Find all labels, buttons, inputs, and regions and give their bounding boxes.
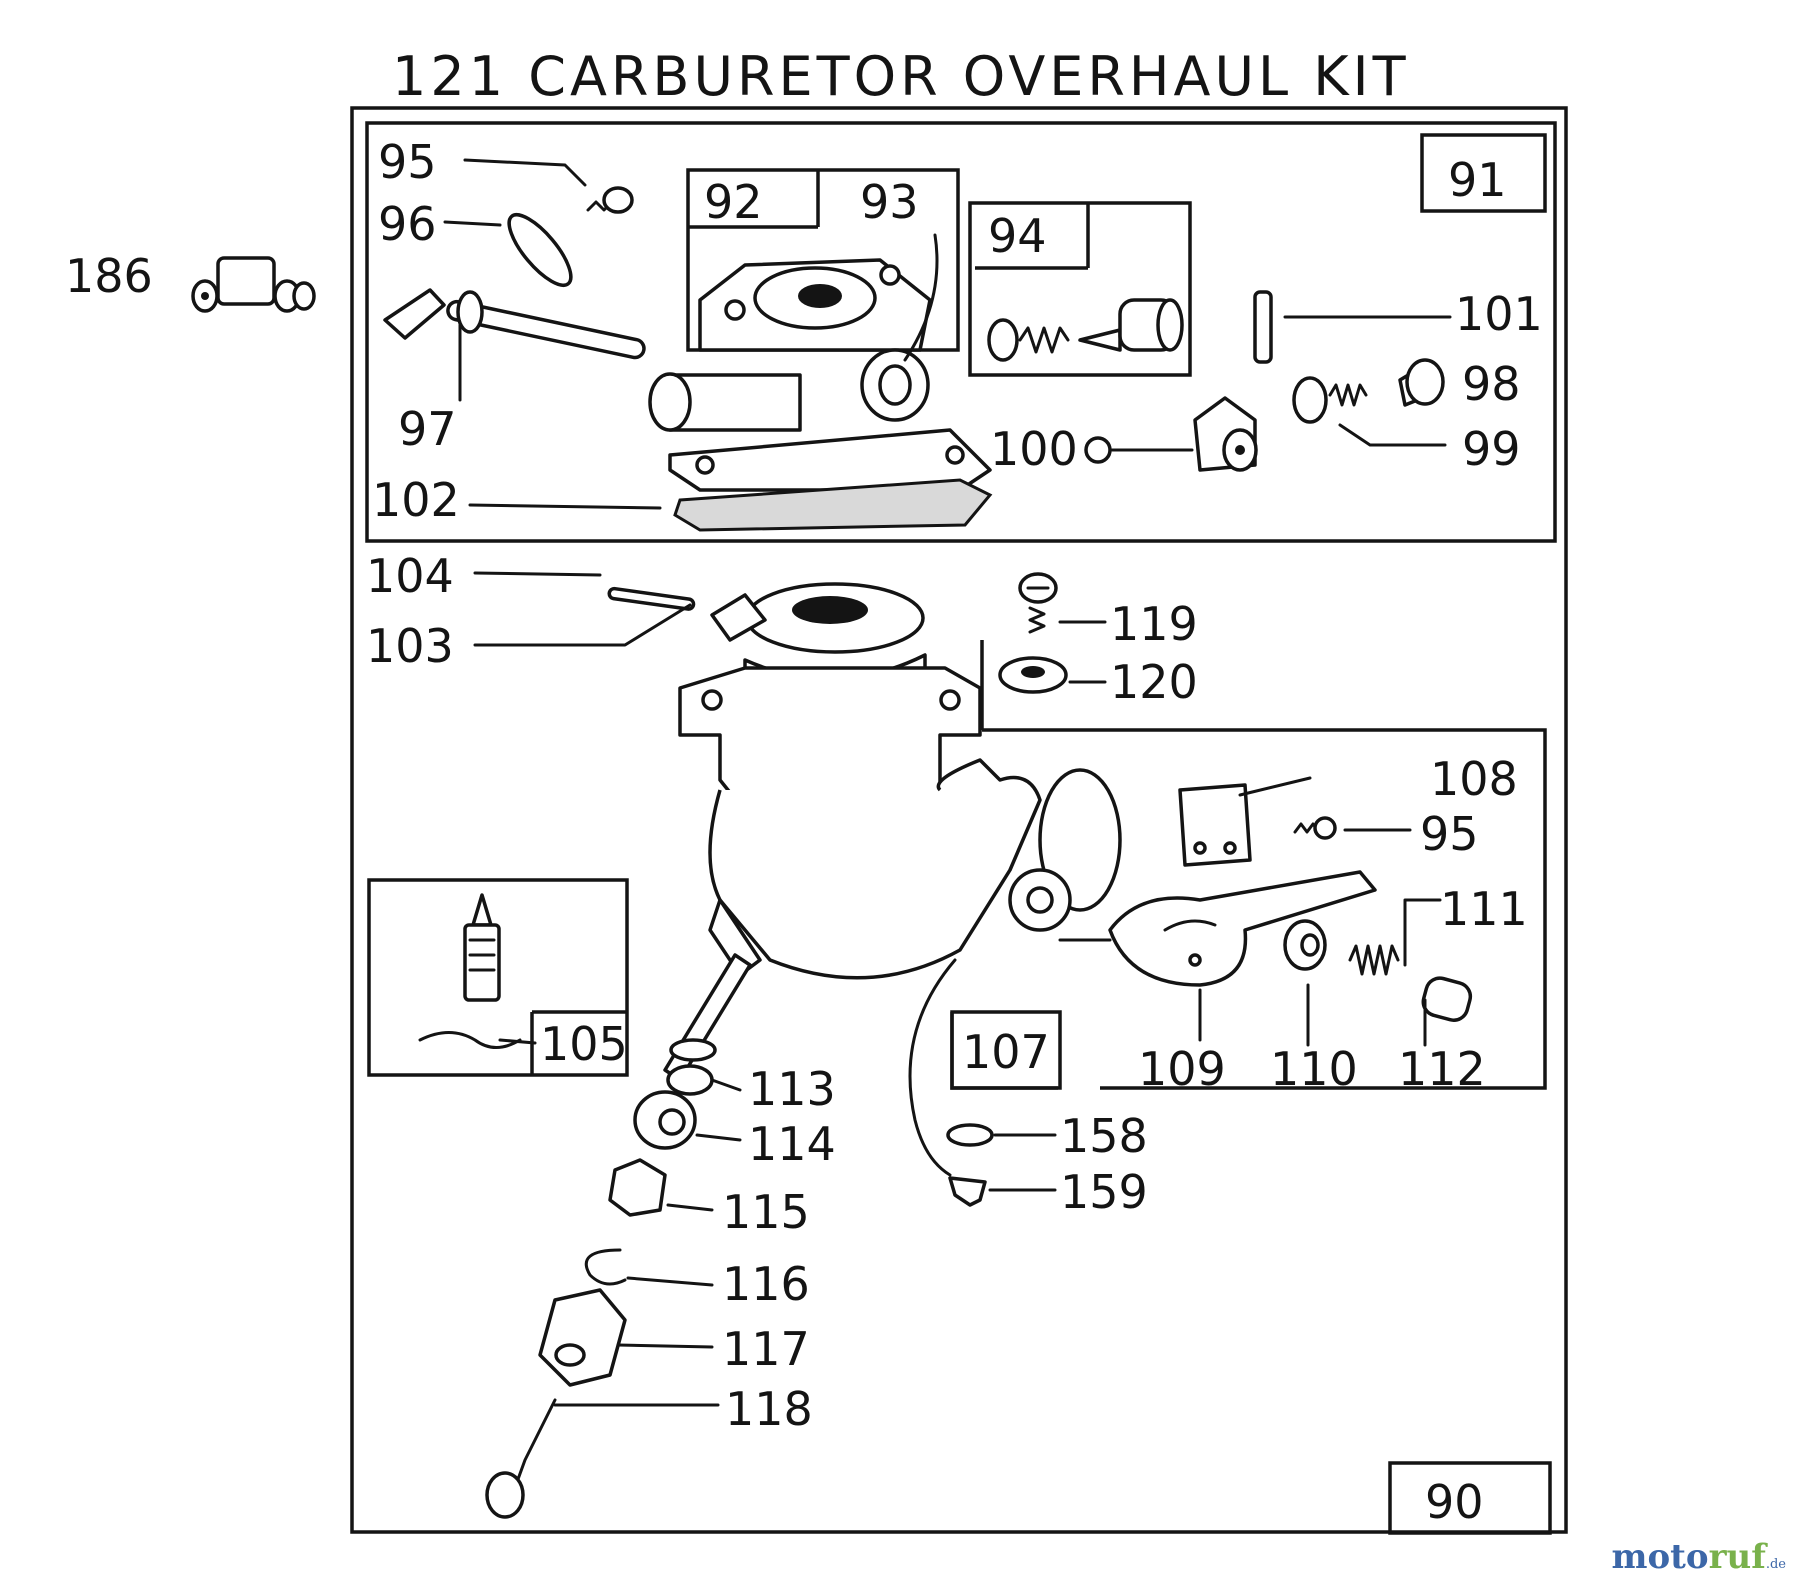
frame-94 bbox=[968, 201, 1192, 377]
callout-159: 159 bbox=[1060, 1165, 1148, 1219]
callout-97: 97 bbox=[398, 402, 457, 456]
part-114-washer bbox=[633, 1090, 697, 1150]
callout-114: 114 bbox=[748, 1117, 836, 1171]
part-95b-screw bbox=[1293, 816, 1337, 840]
part-159-clip bbox=[948, 1176, 987, 1207]
callout-93: 93 bbox=[860, 175, 919, 229]
part-95-screw bbox=[586, 186, 634, 214]
frame-107 bbox=[980, 640, 1547, 1090]
tag-90-box bbox=[1388, 1461, 1552, 1535]
part-115-nut bbox=[608, 1158, 667, 1217]
callout-98: 98 bbox=[1462, 357, 1521, 411]
callout-112: 112 bbox=[1398, 1042, 1486, 1096]
callout-117: 117 bbox=[722, 1322, 810, 1376]
part-110-washer bbox=[1283, 919, 1327, 971]
callout-110: 110 bbox=[1270, 1042, 1358, 1096]
part-120-washer bbox=[998, 656, 1068, 694]
frame-upper-91 bbox=[365, 121, 1557, 543]
tag-107-box bbox=[950, 1010, 1062, 1090]
callout-115: 115 bbox=[722, 1185, 810, 1239]
callout-94: 94 bbox=[988, 209, 1047, 263]
frame-105 bbox=[367, 878, 629, 1077]
tag-91-box bbox=[1420, 133, 1547, 213]
callout-111: 111 bbox=[1440, 882, 1528, 936]
part-111-spring bbox=[1348, 944, 1400, 976]
part-119-screw bbox=[1018, 572, 1058, 634]
callout-102: 102 bbox=[372, 473, 460, 527]
callout-101: 101 bbox=[1455, 287, 1543, 341]
part-94-needle bbox=[987, 298, 1184, 362]
callout-108: 108 bbox=[1430, 752, 1518, 806]
callout-96: 96 bbox=[378, 197, 437, 251]
callout-107: 107 bbox=[962, 1025, 1050, 1079]
part-113-washer bbox=[666, 1064, 714, 1096]
part-102-gasket bbox=[673, 478, 993, 532]
diagram-title: 121 CARBURETOR OVERHAUL KIT bbox=[392, 45, 1410, 108]
callout-95-top: 95 bbox=[378, 135, 437, 189]
callout-120: 120 bbox=[1110, 655, 1198, 709]
callout-labels: 186 95 96 97 92 93 94 91 101 98 99 100 1… bbox=[65, 135, 1543, 1529]
leader-lines bbox=[443, 158, 1452, 1407]
callout-118: 118 bbox=[725, 1382, 813, 1436]
callout-109: 109 bbox=[1138, 1042, 1226, 1096]
callout-116: 116 bbox=[722, 1257, 810, 1311]
callout-103: 103 bbox=[366, 619, 454, 673]
part-needle-valve bbox=[663, 953, 752, 1082]
callout-105: 105 bbox=[540, 1017, 628, 1071]
part-92-upper-body bbox=[648, 258, 992, 492]
callout-186: 186 bbox=[65, 249, 153, 303]
part-117-nut bbox=[538, 1288, 627, 1387]
callout-95-lower: 95 bbox=[1420, 807, 1479, 861]
callout-104: 104 bbox=[366, 549, 454, 603]
part-186-fitting bbox=[191, 256, 316, 313]
frame-outer-90 bbox=[350, 106, 1568, 1534]
part-104-pin bbox=[607, 586, 696, 611]
part-116-clip bbox=[584, 1248, 627, 1286]
part-158-plug bbox=[946, 1123, 994, 1147]
part-main-body bbox=[678, 582, 1122, 980]
part-105-needle bbox=[418, 893, 522, 1049]
part-112-screw bbox=[1421, 976, 1473, 1022]
callout-91: 91 bbox=[1448, 153, 1507, 207]
part-97-shaft bbox=[383, 288, 646, 360]
callout-119: 119 bbox=[1110, 597, 1198, 651]
callout-90: 90 bbox=[1425, 1475, 1484, 1529]
part-118-needle bbox=[485, 1398, 557, 1519]
part-108-plate bbox=[1178, 783, 1252, 867]
part-100-fitting bbox=[1193, 396, 1258, 472]
callout-100: 100 bbox=[990, 422, 1078, 476]
callout-92: 92 bbox=[704, 175, 763, 229]
part-96-plate bbox=[507, 213, 573, 287]
callout-158: 158 bbox=[1060, 1109, 1148, 1163]
watermark-logo: motoruf.de bbox=[1611, 1537, 1786, 1577]
callout-99: 99 bbox=[1462, 422, 1521, 476]
part-109-lever bbox=[1058, 870, 1377, 987]
part-98-99-needle bbox=[1292, 358, 1445, 424]
callout-113: 113 bbox=[748, 1062, 836, 1116]
part-101-pin bbox=[1253, 290, 1273, 364]
